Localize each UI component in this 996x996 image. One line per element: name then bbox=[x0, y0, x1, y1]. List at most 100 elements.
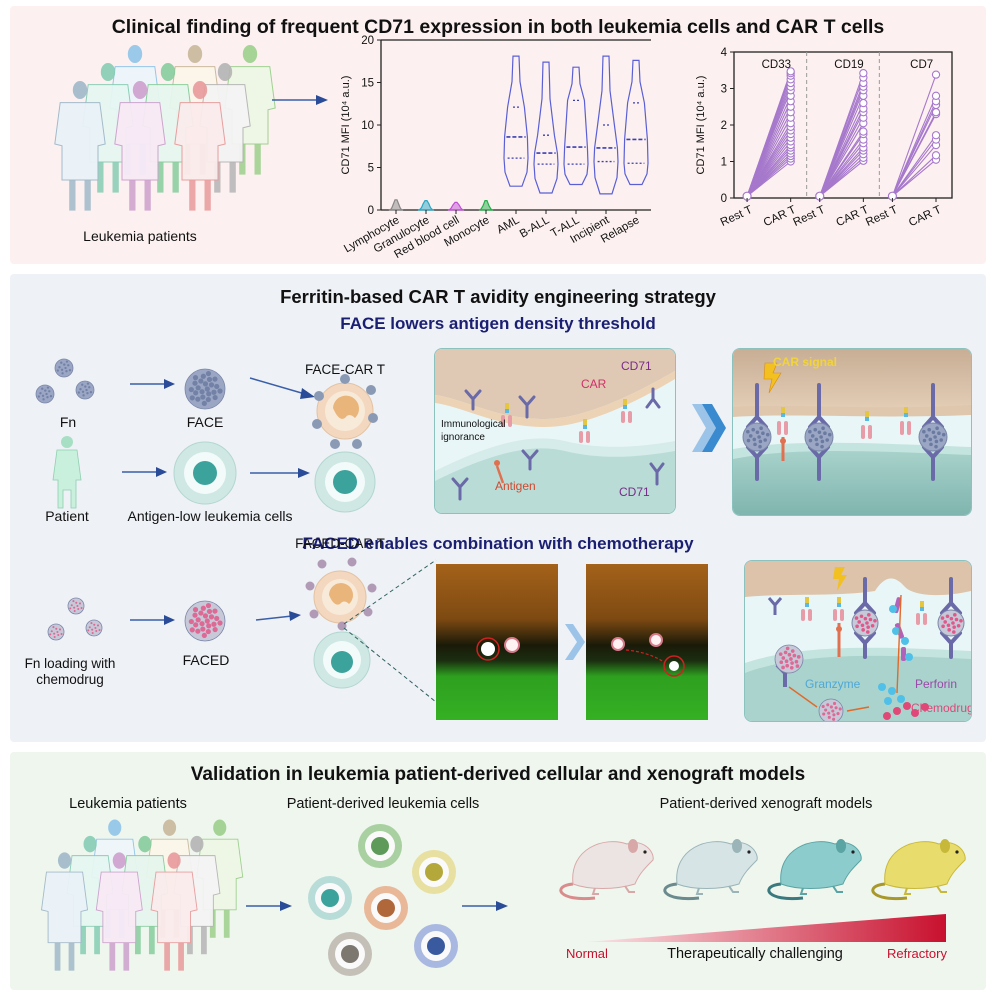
violin-granulocyte bbox=[417, 200, 435, 211]
leukemia-patients-label: Leukemia patients bbox=[83, 228, 197, 244]
ferritin-drug-particle-icon bbox=[184, 600, 226, 642]
leukemia-cell-icon bbox=[412, 850, 456, 894]
arrow-icon bbox=[462, 901, 508, 911]
violin-b-all bbox=[533, 61, 559, 194]
x-tick-label: Rest T bbox=[719, 204, 755, 229]
therapeutic-challenge-gradient bbox=[586, 914, 946, 942]
clinical-finding-panel: Clinical finding of frequent CD71 expres… bbox=[10, 6, 986, 264]
paired-group-cd7 bbox=[887, 70, 941, 201]
ignorance-label: ignorance bbox=[441, 432, 485, 443]
cd71-bottom-label: CD71 bbox=[619, 485, 650, 499]
chemodrug-label: chemodrug bbox=[36, 672, 104, 687]
chevron-right-icon bbox=[692, 404, 726, 452]
patient-figure-icon bbox=[150, 852, 198, 971]
xenograft-mouse-icon bbox=[663, 839, 758, 901]
car-t-point bbox=[931, 131, 941, 140]
pair-line bbox=[819, 131, 864, 197]
car-t-point bbox=[931, 151, 941, 160]
fn-chemodrug-particles-icon bbox=[47, 597, 103, 641]
xeno-label: Patient-derived xenograft models bbox=[659, 796, 873, 812]
cd71-top-label: CD71 bbox=[621, 359, 652, 373]
cd71-ferritin-bridge-icon bbox=[851, 577, 879, 659]
antigen-low-label: Antigen-low leukemia cells bbox=[127, 508, 293, 524]
y-tick-label: 10 bbox=[361, 120, 374, 132]
patient-derived-cells-illustration bbox=[308, 824, 458, 976]
pair-line bbox=[891, 144, 937, 197]
leukemia-cell-icon bbox=[308, 876, 352, 920]
arrow-icon bbox=[249, 377, 315, 399]
fn-label: Fn bbox=[59, 414, 77, 430]
lightning-icon bbox=[833, 567, 847, 591]
xenograft-mouse-icon bbox=[559, 839, 654, 901]
car-t-point bbox=[859, 98, 868, 108]
patients-group-illustration bbox=[41, 819, 244, 971]
violin-lymphocyte bbox=[388, 199, 404, 211]
car-signal-diagram: CAR signal bbox=[732, 348, 972, 516]
patient-figure-icon bbox=[114, 81, 166, 211]
y-tick-label: 4 bbox=[721, 47, 728, 59]
ferritin-drug-particle-icon bbox=[818, 698, 844, 721]
antigen-low-leukemia-cell-icon bbox=[173, 441, 237, 505]
cd71-ferritin-bridge-icon bbox=[742, 383, 772, 481]
patient-figure-icon bbox=[174, 81, 226, 211]
y-axis-label: CD71 MFI (10⁴ a.u.) bbox=[695, 76, 707, 175]
leukemia-cell-icon bbox=[414, 924, 458, 968]
x-tick-label: Rest T bbox=[864, 204, 900, 229]
face-label: FACE bbox=[186, 414, 224, 430]
microscopy-image-after bbox=[586, 564, 708, 720]
faced-nanocage-icon bbox=[184, 600, 226, 642]
pair-line bbox=[892, 154, 937, 197]
leukemia-cell-icon bbox=[364, 886, 408, 930]
y-tick-label: 0 bbox=[368, 205, 374, 217]
arrow-icon bbox=[250, 468, 310, 478]
car-signal-label: CAR signal bbox=[773, 355, 838, 369]
violin-aml bbox=[503, 55, 529, 187]
violin-incipient bbox=[593, 55, 619, 195]
leukemia-cell-icon bbox=[358, 824, 402, 868]
xenograft-mouse-icon bbox=[871, 839, 966, 901]
cd71-ferritin-bridge-icon bbox=[804, 383, 834, 481]
violin-t-all bbox=[563, 66, 589, 186]
x-tick-label: AML bbox=[495, 214, 522, 237]
validation-panel: Validation in leukemia patient-derived c… bbox=[10, 752, 986, 990]
group-label: CD19 bbox=[834, 59, 863, 71]
leukemia-cell-icon bbox=[328, 932, 372, 976]
face-subtitle: FACE lowers antigen density threshold bbox=[340, 314, 656, 333]
ferritin-drug-particle-icon bbox=[47, 623, 65, 641]
arrow-icon bbox=[130, 615, 175, 625]
face-car-t-cell-icon bbox=[312, 374, 378, 513]
y-tick-label: 20 bbox=[361, 35, 374, 47]
immunological-label: Immunological bbox=[441, 419, 506, 430]
normal-label: Normal bbox=[566, 946, 608, 961]
pair-line bbox=[891, 95, 937, 197]
faced-subtitle: FACED enables combination with chemother… bbox=[302, 534, 694, 553]
y-tick-label: 3 bbox=[721, 84, 727, 96]
y-tick-label: 15 bbox=[361, 78, 374, 90]
ferritin-particle-icon bbox=[184, 368, 226, 410]
x-tick-label: B-ALL bbox=[518, 214, 552, 241]
violin-monocyte bbox=[478, 200, 494, 211]
pair-line bbox=[746, 71, 792, 197]
fn-loading-label: Fn loading with bbox=[24, 656, 116, 671]
patients-group-illustration bbox=[54, 45, 276, 211]
patient-figure-icon bbox=[52, 436, 82, 509]
car-receptors bbox=[501, 399, 632, 443]
car-t-point bbox=[931, 91, 941, 100]
pair-line bbox=[819, 72, 864, 197]
pair-line bbox=[891, 134, 937, 197]
patient-figure-icon bbox=[54, 81, 106, 211]
perforin-label: Perforin bbox=[915, 677, 958, 691]
y-tick-label: 5 bbox=[368, 163, 374, 175]
x-tick-label: CAR T bbox=[907, 204, 943, 229]
microscopy-image-before bbox=[436, 564, 558, 720]
x-tick-label: Rest T bbox=[791, 204, 827, 229]
leukemia-patients-label: Leukemia patients bbox=[69, 796, 187, 812]
arrow-icon bbox=[130, 379, 175, 389]
paired-group-cd19 bbox=[815, 69, 868, 201]
patient-label: Patient bbox=[45, 508, 89, 524]
car-t-point bbox=[931, 108, 941, 117]
lightning-icon bbox=[763, 362, 782, 394]
arrow-icon bbox=[122, 467, 167, 477]
immunological-ignorance-diagram: CD71 CAR Immunological ignorance Antigen… bbox=[434, 348, 676, 514]
